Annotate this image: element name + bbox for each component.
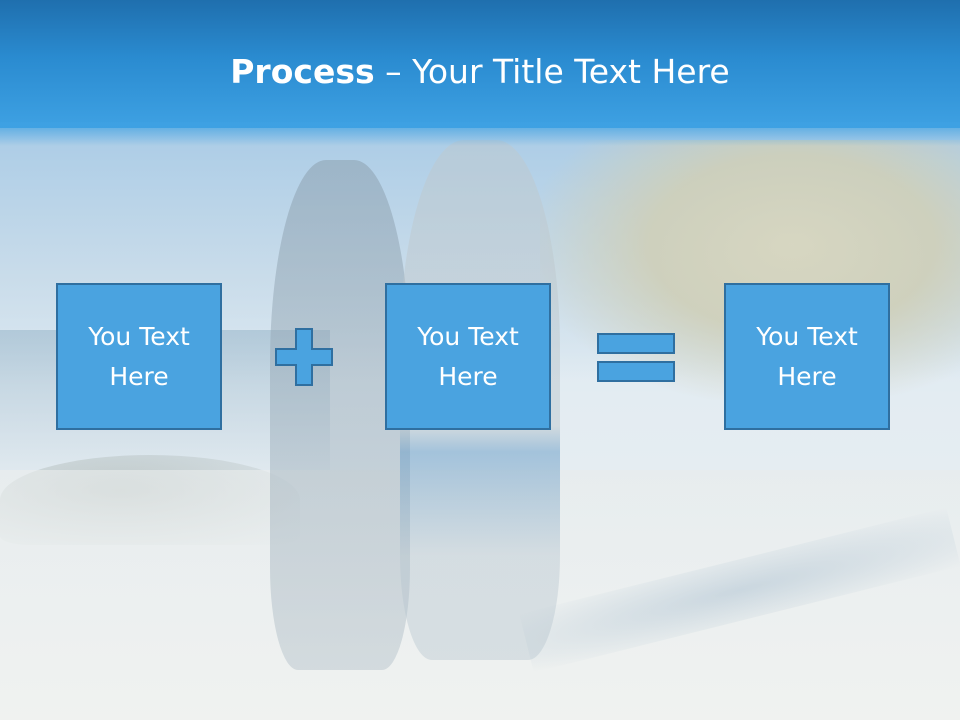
process-box-3-text: You Text Here — [756, 321, 858, 391]
title-bold-text: Process — [230, 52, 375, 91]
process-box-2-text: You Text Here — [417, 321, 519, 391]
equals-icon — [597, 333, 675, 382]
process-box-1-text: You Text Here — [88, 321, 190, 391]
title-bar — [0, 0, 960, 128]
process-box-2[interactable]: You Text Here — [385, 283, 551, 430]
process-box-1[interactable]: You Text Here — [56, 283, 222, 430]
process-box-3[interactable]: You Text Here — [724, 283, 890, 430]
title-rest-text: – Your Title Text Here — [374, 52, 730, 91]
slide-title[interactable]: Process – Your Title Text Here — [0, 52, 960, 91]
title-bar-fade — [0, 122, 960, 146]
plus-icon — [275, 328, 333, 386]
